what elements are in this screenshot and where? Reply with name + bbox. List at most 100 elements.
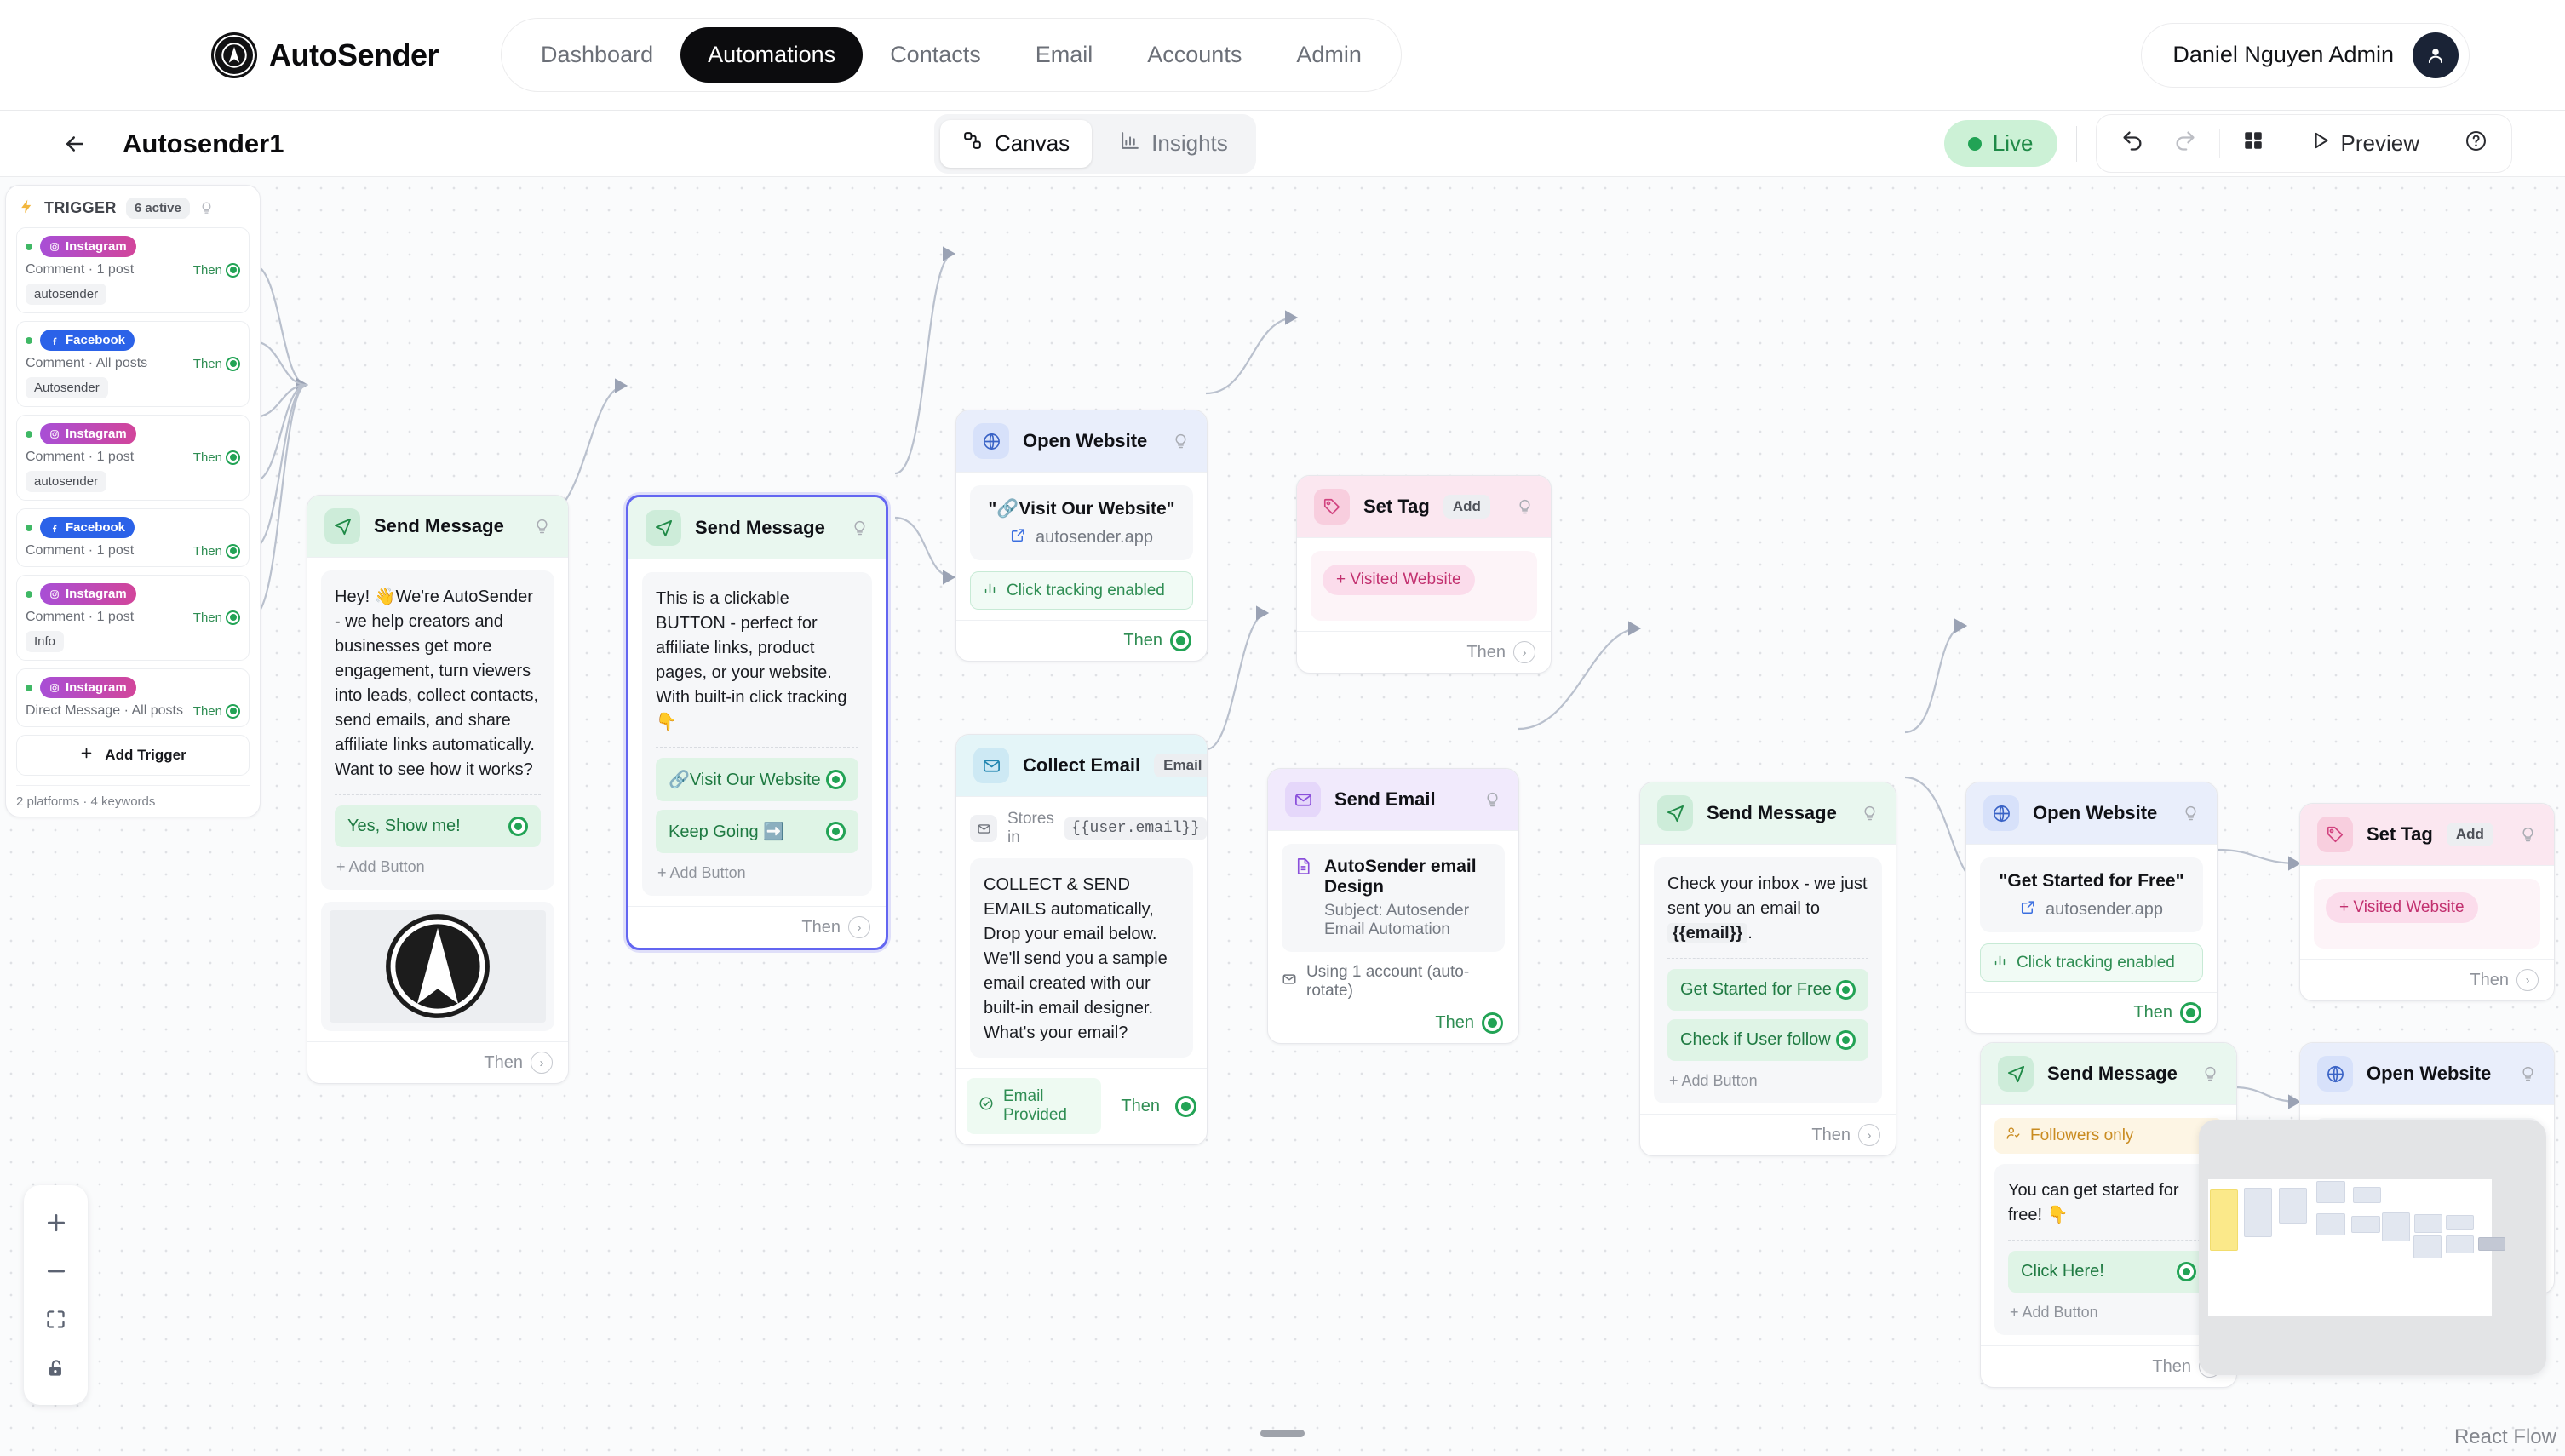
help-button[interactable]	[2451, 121, 2501, 167]
message-button[interactable]: Yes, Show me!	[335, 805, 541, 847]
email-template-box[interactable]: AutoSender email Design Subject: Autosen…	[1282, 844, 1505, 952]
arrow-left-icon[interactable]	[58, 127, 92, 161]
active-dot-icon	[26, 524, 32, 531]
minimap[interactable]	[2199, 1120, 2546, 1375]
node-send-message-4[interactable]: Send Message Followers only You can get …	[1980, 1042, 2237, 1388]
trigger-item[interactable]: Instagram Comment · 1 post Then autosend…	[16, 415, 250, 501]
node-open-website-1[interactable]: Open Website "🔗Visit Our Website" autose…	[955, 410, 1208, 662]
node-body: "Get Started for Free" autosender.app Cl…	[1966, 845, 2217, 992]
trigger-then[interactable]: Then	[193, 543, 240, 559]
add-button[interactable]: + Add Button	[336, 858, 425, 875]
layout-grid-button[interactable]	[2229, 121, 2278, 166]
bulb-icon[interactable]	[199, 201, 214, 215]
trigger-output-handle[interactable]	[226, 262, 240, 278]
trigger-item[interactable]: Instagram Comment · 1 post Then autosend…	[16, 227, 250, 313]
node-set-tag-2[interactable]: Set Tag Add + Visited Website Then ›	[2299, 803, 2555, 1001]
tab-insights[interactable]: Insights	[1097, 120, 1250, 168]
trigger-then[interactable]: Then	[193, 610, 240, 625]
chevron-right-icon[interactable]: ›	[2516, 969, 2539, 991]
bulb-icon[interactable]	[1861, 805, 1879, 823]
zoom-in-button[interactable]	[24, 1198, 88, 1247]
button-output-handle[interactable]	[826, 822, 846, 841]
bulb-icon[interactable]	[2519, 826, 2537, 844]
fit-view-button[interactable]	[24, 1295, 88, 1344]
node-send-email[interactable]: Send Email AutoSender email Design Subje…	[1267, 768, 1519, 1044]
add-button[interactable]: + Add Button	[657, 864, 746, 881]
node-output-handle[interactable]	[1175, 1095, 1196, 1117]
add-button[interactable]: + Add Button	[1669, 1072, 1758, 1089]
add-button[interactable]: + Add Button	[2010, 1304, 2098, 1321]
chevron-right-icon[interactable]: ›	[531, 1052, 553, 1074]
trigger-output-handle[interactable]	[226, 610, 240, 625]
tag-chip[interactable]: + Visited Website	[1323, 565, 1475, 595]
button-output-handle[interactable]	[2177, 1262, 2196, 1281]
redo-button[interactable]	[2160, 120, 2211, 167]
chevron-right-icon[interactable]: ›	[1513, 641, 1535, 663]
react-flow-attribution[interactable]: React Flow	[2453, 1425, 2556, 1448]
add-trigger-button[interactable]: Add Trigger	[16, 735, 250, 776]
nav-item-dashboard[interactable]: Dashboard	[541, 42, 654, 67]
nav-item-accounts[interactable]: Accounts	[1147, 42, 1242, 67]
bulb-icon[interactable]	[851, 519, 869, 537]
message-button[interactable]: 🔗Visit Our Website	[656, 758, 858, 801]
message-button[interactable]: Keep Going ➡️	[656, 810, 858, 853]
trigger-item[interactable]: Facebook Comment · 1 post Then	[16, 508, 250, 567]
trigger-item[interactable]: Facebook Comment · All posts Then Autose…	[16, 321, 250, 407]
message-button[interactable]: Get Started for Free	[1667, 969, 1868, 1011]
node-output-handle[interactable]	[1170, 630, 1191, 651]
node-send-message-3[interactable]: Send Message Check your inbox - we just …	[1639, 782, 1896, 1156]
button-output-handle[interactable]	[508, 817, 528, 836]
bulb-icon[interactable]	[533, 518, 551, 536]
user-menu-button[interactable]: Daniel Nguyen Admin	[2141, 22, 2470, 88]
flow-canvas[interactable]: TRIGGER 6 active Instagram Comment · 1 p…	[0, 177, 2565, 1456]
button-output-handle[interactable]	[826, 770, 846, 789]
unlock-icon[interactable]	[24, 1344, 88, 1392]
trigger-output-handle[interactable]	[226, 543, 240, 559]
brand-logo-group[interactable]: AutoSender	[211, 32, 439, 78]
trigger-then[interactable]: Then	[193, 703, 240, 719]
nav-item-contacts[interactable]: Contacts	[890, 42, 981, 67]
chevron-right-icon[interactable]: ›	[848, 916, 870, 938]
node-send-message-1[interactable]: Send Message Hey! 👋We're AutoSender - we…	[307, 495, 569, 1084]
node-output-handle[interactable]	[1482, 1012, 1503, 1034]
zoom-out-button[interactable]	[24, 1247, 88, 1295]
tag-chip[interactable]: + Visited Website	[2326, 892, 2478, 923]
message-button[interactable]: Click Here!	[2008, 1251, 2209, 1293]
node-set-tag-1[interactable]: Set Tag Add + Visited Website Then ›	[1296, 475, 1552, 674]
preview-button[interactable]: Preview	[2296, 121, 2433, 166]
status-badge[interactable]: Live	[1943, 120, 2057, 167]
button-output-handle[interactable]	[1836, 1030, 1856, 1050]
undo-button[interactable]	[2107, 120, 2158, 167]
bulb-icon[interactable]	[2519, 1065, 2537, 1083]
bulb-icon[interactable]	[2201, 1065, 2219, 1083]
user-check-icon	[2006, 1126, 2021, 1146]
trigger-then[interactable]: Then	[193, 262, 240, 278]
node-collect-email[interactable]: Collect Email Email Stores in {{user.ema…	[955, 734, 1208, 1145]
trigger-item[interactable]: Instagram Comment · 1 post Then Info	[16, 575, 250, 661]
platform-label: Instagram	[66, 680, 127, 695]
platform-badge-instagram: Instagram	[40, 677, 136, 698]
bulb-icon[interactable]	[1516, 498, 1534, 516]
trigger-output-handle[interactable]	[226, 450, 240, 465]
nav-item-automations[interactable]: Automations	[680, 27, 864, 83]
nav-item-admin[interactable]: Admin	[1296, 42, 1362, 67]
canvas-scroll-handle[interactable]	[1260, 1430, 1305, 1437]
bulb-icon[interactable]	[1483, 791, 1501, 809]
tag-box: + Visited Website	[1311, 551, 1537, 621]
trigger-then[interactable]: Then	[193, 450, 240, 465]
message-button[interactable]: Check if User follow	[1667, 1019, 1868, 1061]
node-title: Set Tag	[2367, 823, 2433, 845]
bulb-icon[interactable]	[2182, 805, 2200, 823]
tab-canvas[interactable]: Canvas	[940, 119, 1093, 168]
trigger-output-handle[interactable]	[226, 356, 240, 371]
trigger-output-handle[interactable]	[226, 703, 240, 719]
nav-item-email[interactable]: Email	[1035, 42, 1093, 67]
node-output-handle[interactable]	[2180, 1002, 2201, 1023]
chevron-right-icon[interactable]: ›	[1858, 1124, 1880, 1146]
button-output-handle[interactable]	[1836, 980, 1856, 1000]
node-open-website-2[interactable]: Open Website "Get Started for Free" auto…	[1965, 782, 2218, 1034]
node-send-message-2[interactable]: Send Message This is a clickable BUTTON …	[626, 495, 888, 950]
bulb-icon[interactable]	[1172, 433, 1190, 450]
trigger-item[interactable]: Instagram Direct Message · All posts The…	[16, 668, 250, 727]
trigger-then[interactable]: Then	[193, 356, 240, 371]
